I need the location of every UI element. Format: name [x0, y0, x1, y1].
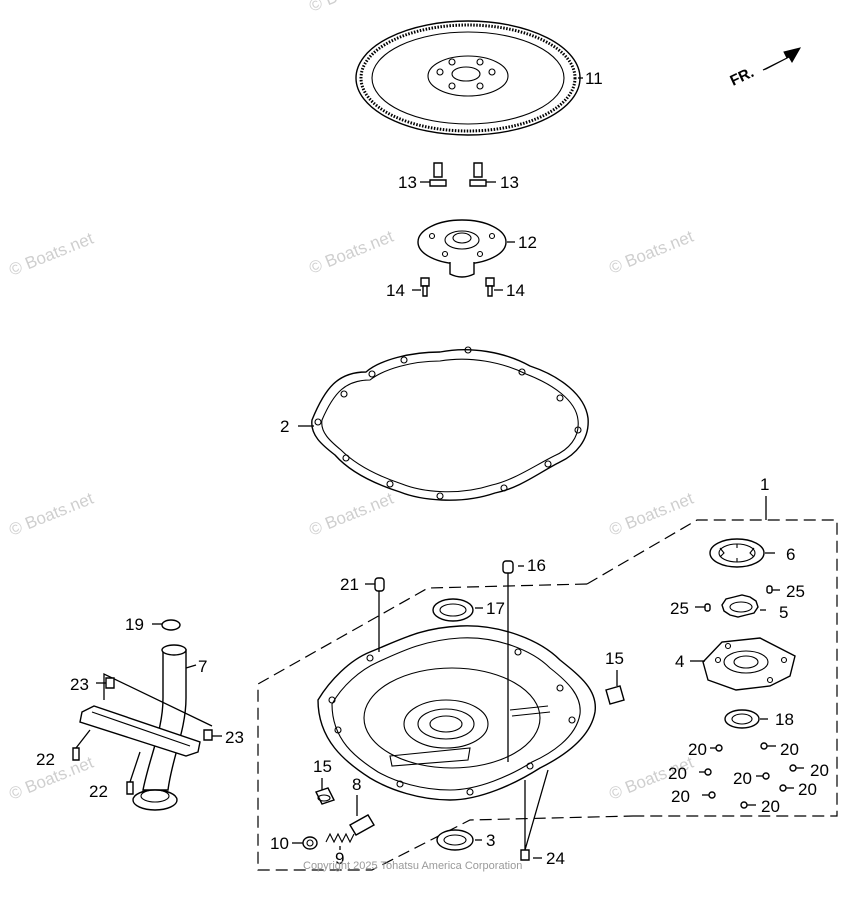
callout-20: 20: [688, 740, 707, 759]
callout-12: 12: [518, 233, 537, 252]
callout-7: 7: [198, 657, 207, 676]
watermark: © Boats.net: [306, 489, 396, 540]
callout-22: 22: [89, 782, 108, 801]
callout-20: 20: [780, 740, 799, 759]
callout-4: 4: [675, 652, 684, 671]
part-9-spring: [325, 832, 355, 850]
part-21-dowel-pin: [365, 577, 385, 652]
callout-2: 2: [280, 417, 289, 436]
callout-20: 20: [671, 787, 690, 806]
assembly-boundary-part-1: [257, 496, 838, 871]
callout-13: 13: [500, 173, 519, 192]
callout-23: 23: [70, 675, 89, 694]
callout-17: 17: [486, 599, 505, 618]
part-3-oil-seal: [436, 829, 482, 851]
part-15-drain-plug: [315, 670, 625, 805]
callout-20: 20: [798, 780, 817, 799]
part-8-relief-valve: [349, 795, 375, 836]
part-1-housing-assembly: [317, 625, 596, 801]
part-17-oil-seal: [432, 598, 483, 622]
watermark: © Boats.net: [6, 489, 96, 540]
watermark: © Boats.net: [606, 489, 696, 540]
callout-9: 9: [335, 849, 344, 868]
callout-labels: 11 13 13 12 14 14 2 1 6 25 25 5 4 18 20 …: [36, 69, 829, 868]
callout-20: 20: [668, 764, 687, 783]
callout-8: 8: [352, 775, 361, 794]
callout-20: 20: [761, 797, 780, 816]
part-25-pins: [695, 585, 780, 612]
part-10-plug: [292, 836, 318, 850]
callout-18: 18: [775, 710, 794, 729]
part-19-o-ring: [152, 619, 181, 631]
part-12-drive-plate-hub: [417, 219, 515, 278]
part-22-bracket: [72, 672, 213, 795]
callout-22: 22: [36, 750, 55, 769]
part-24-bolt: [520, 769, 549, 861]
part-14-bolts: [412, 277, 503, 297]
watermark: © Boats.net: [606, 227, 696, 278]
watermark: © Boats.net: [306, 0, 396, 16]
part-11-flywheel: [355, 20, 583, 136]
callout-14: 14: [386, 281, 405, 300]
callout-14: 14: [506, 281, 525, 300]
watermark: © Boats.net: [6, 229, 96, 280]
callout-24: 24: [546, 849, 565, 868]
callout-5: 5: [779, 603, 788, 622]
callout-23: 23: [225, 728, 244, 747]
part-6-outer-rotor: [709, 538, 775, 568]
part-2-gasket: [298, 346, 589, 501]
callout-10: 10: [270, 834, 289, 853]
callout-25: 25: [670, 599, 689, 618]
callout-13: 13: [398, 173, 417, 192]
callout-19: 19: [125, 615, 144, 634]
callout-25: 25: [786, 582, 805, 601]
callout-1: 1: [760, 475, 769, 494]
arrow-icon: [762, 47, 802, 71]
copyright-notice: Copyright 2025 Tohatsu America Corporati…: [303, 860, 522, 872]
part-16-dowel-pin: [502, 560, 524, 762]
callout-11: 11: [585, 69, 603, 88]
callout-15: 15: [313, 757, 332, 776]
watermark: © Boats.net: [306, 227, 396, 278]
front-direction-arrow: FR.: [728, 47, 802, 90]
callout-21: 21: [340, 575, 359, 594]
callout-15: 15: [605, 649, 624, 668]
part-5-inner-rotor: [721, 594, 766, 618]
callout-3: 3: [486, 831, 495, 850]
part-13-bolts: [420, 162, 496, 187]
direction-label: FR.: [728, 64, 757, 90]
callout-20: 20: [810, 761, 829, 780]
callout-16: 16: [527, 556, 546, 575]
part-20-screws: [699, 742, 804, 809]
part-23-bolts: [96, 677, 222, 741]
part-4-pump-cover: [690, 637, 796, 691]
part-7-oil-pipe: [132, 644, 197, 811]
callout-20: 20: [733, 769, 752, 788]
part-18-oil-seal: [724, 709, 768, 729]
callout-6: 6: [786, 545, 795, 564]
